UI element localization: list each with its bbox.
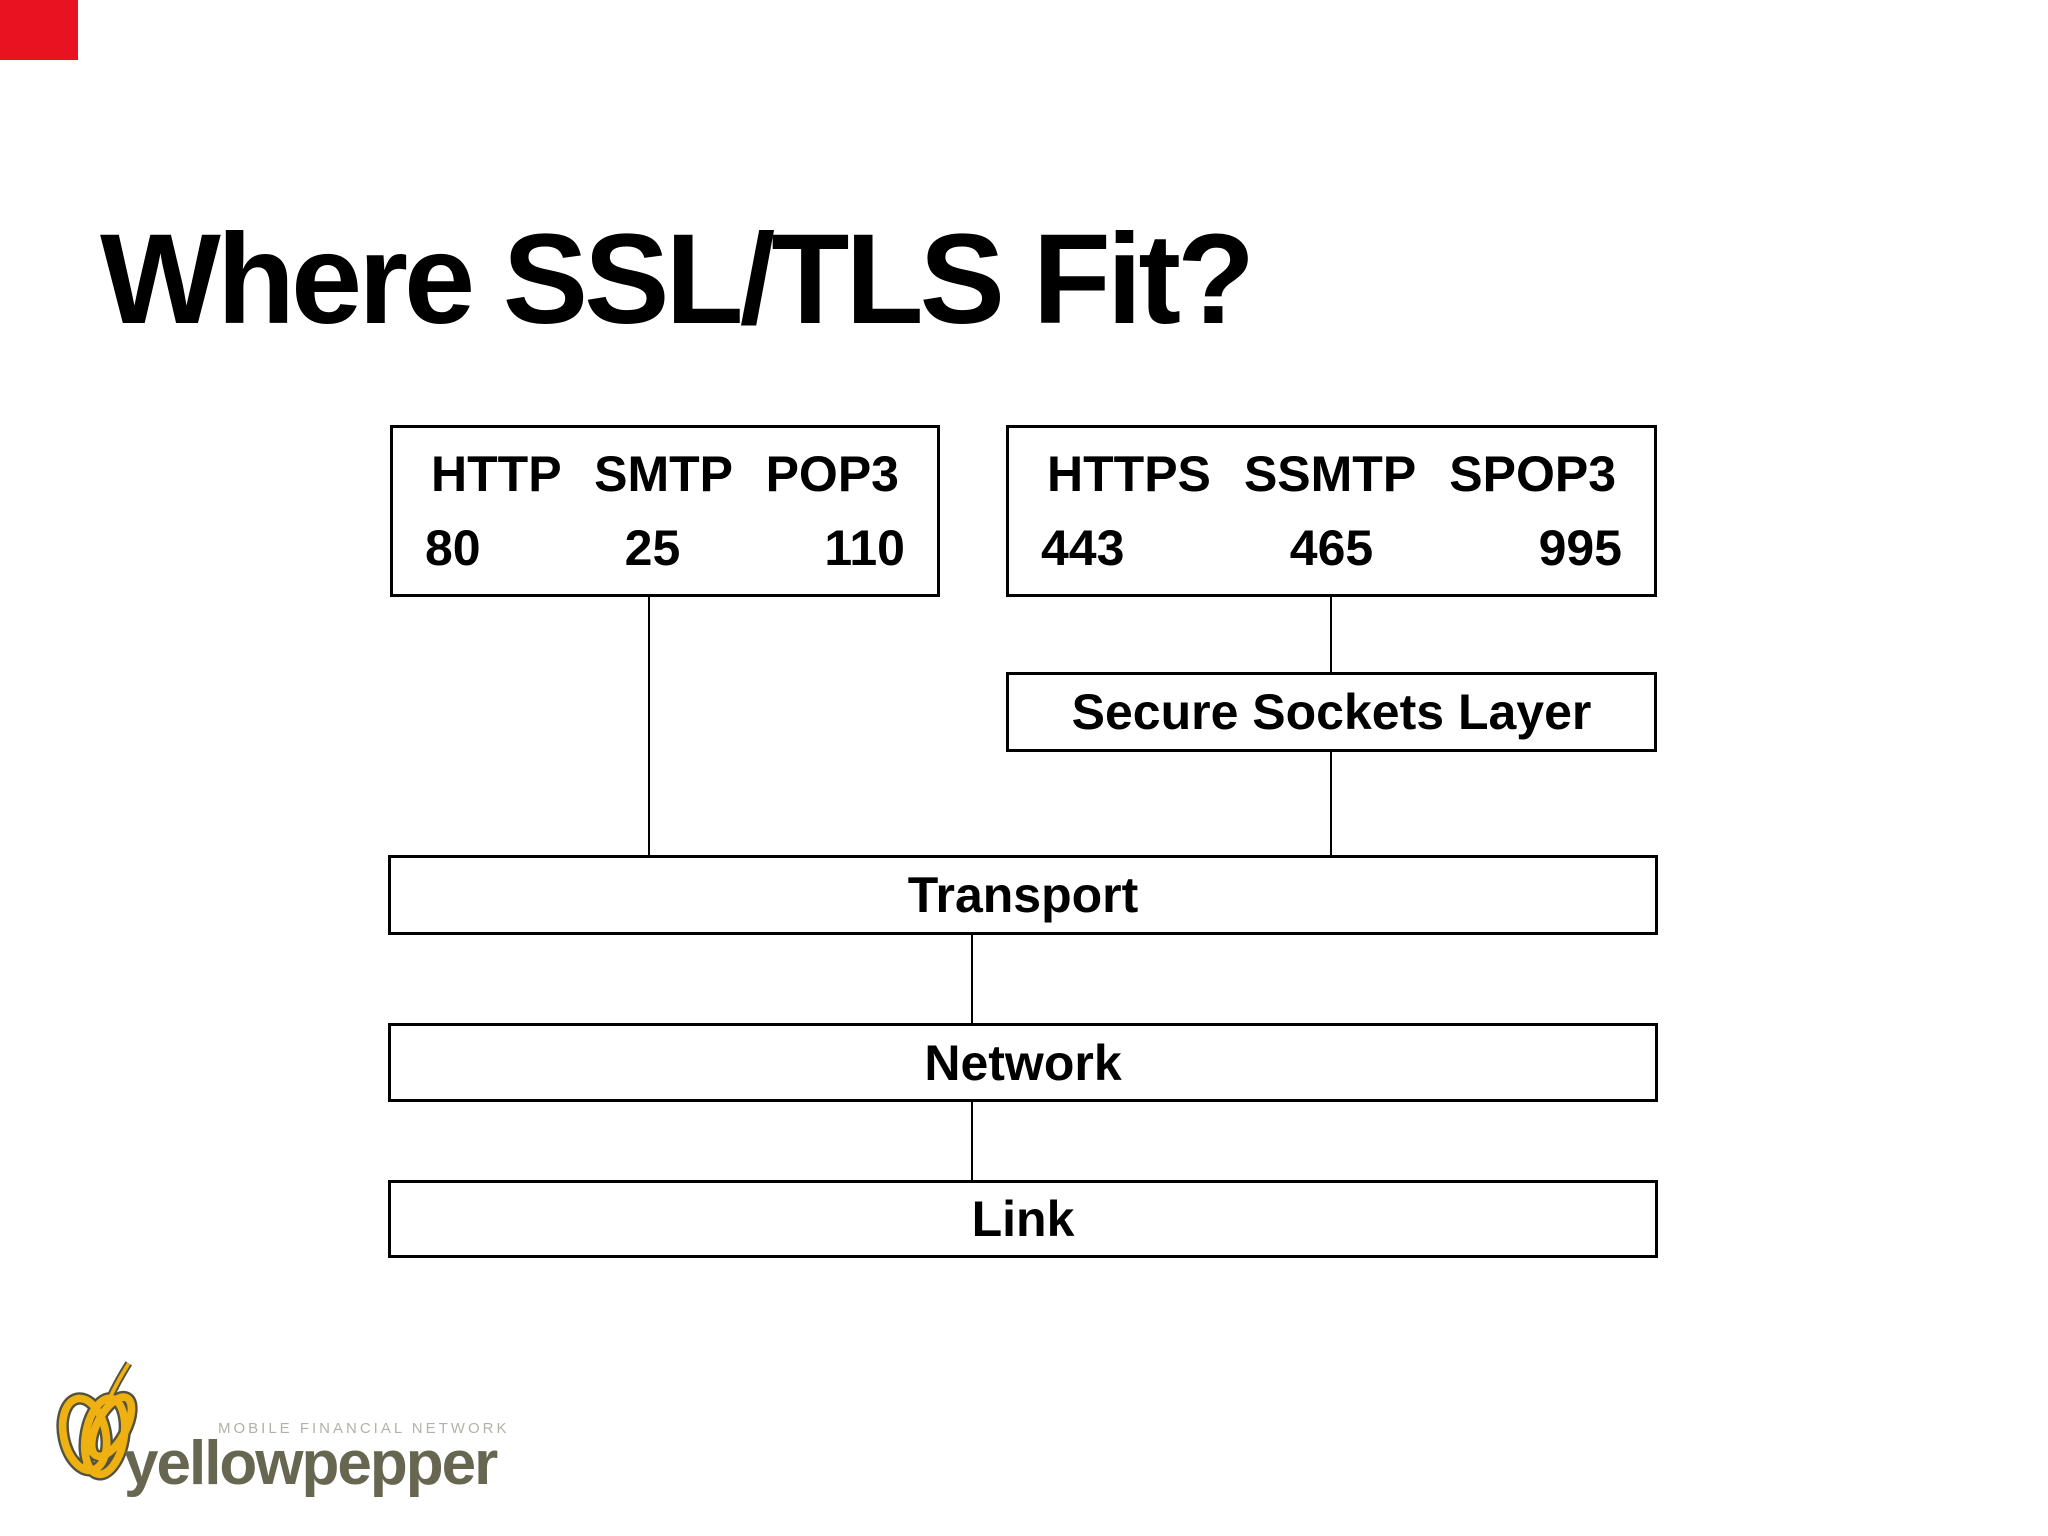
- transport-layer-label: Transport: [907, 867, 1139, 923]
- slide-title: Where SSL/TLS Fit?: [100, 207, 1255, 351]
- red-corner-marker: [0, 0, 78, 60]
- ssl-layer-box: Secure Sockets Layer: [1006, 672, 1657, 752]
- protocol-ssmtp: SSMTP: [1243, 445, 1417, 502]
- connector-plain-to-transport: [648, 597, 650, 855]
- connector-ssl-to-transport: [1330, 752, 1332, 855]
- connector-secure-to-ssl: [1330, 597, 1332, 672]
- protocol-http: HTTP: [431, 445, 562, 502]
- port-443: 443: [1041, 520, 1125, 577]
- logo-tagline: MOBILE FINANCIAL NETWORK: [218, 1420, 510, 1437]
- logo-brand-wordmark: yellowpepper: [124, 1429, 498, 1498]
- network-layer-box: Network: [388, 1023, 1658, 1102]
- link-layer-label: Link: [971, 1191, 1075, 1247]
- port-465: 465: [1289, 520, 1374, 577]
- port-995: 995: [1538, 520, 1622, 577]
- transport-layer-box: Transport: [388, 855, 1658, 935]
- plain-protocols-row: HTTP SMTP POP3: [393, 445, 937, 503]
- plain-ports-row: 80 25 110: [393, 519, 937, 577]
- connector-network-to-link: [971, 1102, 973, 1180]
- network-layer-label: Network: [924, 1034, 1122, 1091]
- pepper-icon: [56, 1361, 138, 1481]
- link-layer-box: Link: [388, 1180, 1658, 1258]
- port-110: 110: [824, 520, 905, 577]
- secure-ports-row: 443 465 995: [1009, 519, 1654, 577]
- protocol-https: HTTPS: [1047, 445, 1211, 502]
- protocol-smtp: SMTP: [594, 445, 734, 502]
- port-80: 80: [425, 520, 481, 577]
- protocol-spop3: SPOP3: [1449, 445, 1616, 502]
- plain-protocols-box: HTTP SMTP POP3 80 25 110: [390, 425, 940, 597]
- secure-protocols-row: HTTPS SSMTP SPOP3: [1009, 445, 1654, 503]
- port-25: 25: [624, 520, 681, 577]
- connector-transport-to-network: [971, 935, 973, 1023]
- protocol-pop3: POP3: [765, 445, 899, 502]
- secure-protocols-box: HTTPS SSMTP SPOP3 443 465 995: [1006, 425, 1657, 597]
- ssl-layer-label: Secure Sockets Layer: [1071, 684, 1592, 740]
